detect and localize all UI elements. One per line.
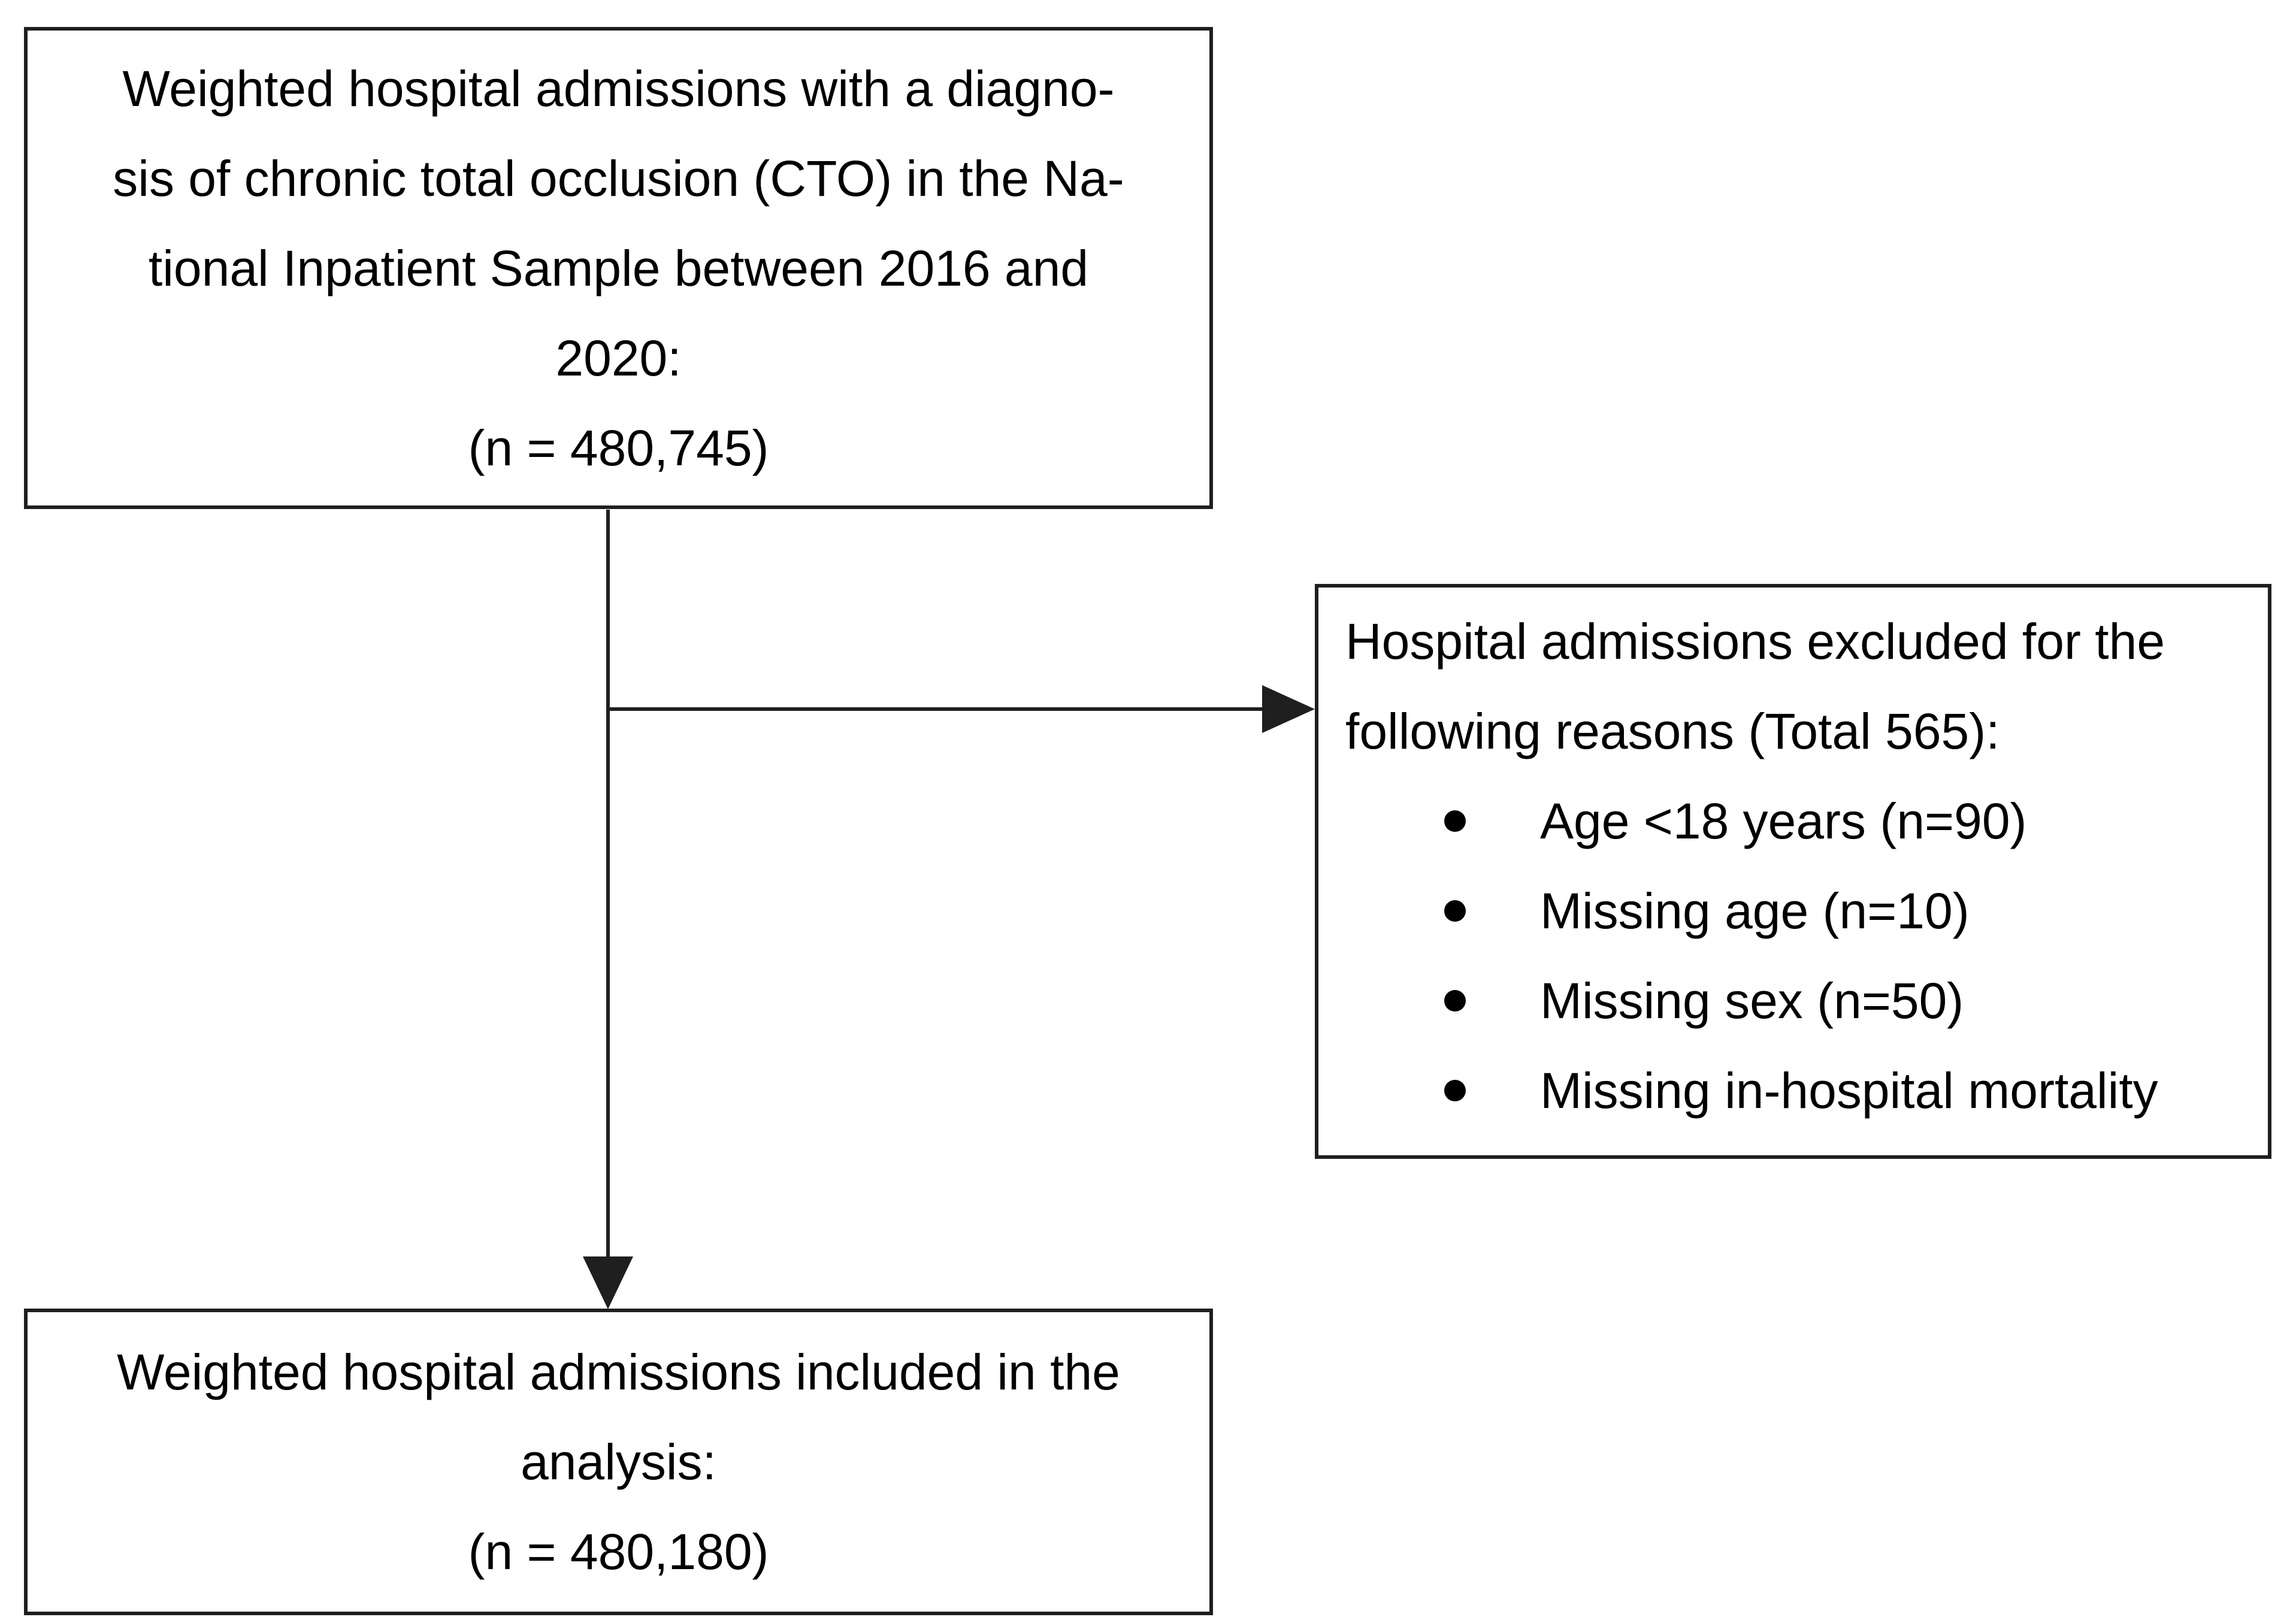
bullet-icon: [1444, 1080, 1466, 1101]
arrowhead-down-icon: [583, 1256, 633, 1309]
top-box-line-4: 2020:: [555, 329, 682, 386]
bullet-item-missing-mortality: Missing in-hospital mortality: [1345, 1046, 2244, 1136]
connector-vertical-line: [606, 510, 610, 1259]
top-box-count: (n = 480,745): [468, 419, 769, 476]
bullet-item-missing-age: Missing age (n=10): [1345, 866, 2244, 956]
top-box: Weighted hospital admissions with a diag…: [24, 27, 1213, 509]
arrowhead-right-icon: [1262, 685, 1315, 733]
bottom-box-line-1: Weighted hospital admissions included in…: [117, 1344, 1120, 1400]
bullet-icon: [1444, 990, 1466, 1012]
top-box-line-2: sis of chronic total occlusion (CTO) in …: [113, 150, 1124, 207]
exclusion-box: Hospital admissions excluded for the fol…: [1315, 584, 2271, 1159]
bottom-box-count: (n = 480,180): [468, 1524, 769, 1580]
bottom-box: Weighted hospital admissions included in…: [24, 1309, 1213, 1615]
bullet-icon: [1444, 900, 1466, 922]
bullet-item-label: Missing sex (n=50): [1540, 973, 1964, 1029]
bullet-item-label: Missing in-hospital mortality: [1540, 1062, 2158, 1119]
connector-horizontal-line: [608, 707, 1267, 711]
bullet-item-label: Missing age (n=10): [1540, 883, 1970, 939]
bullet-item-label: Age <18 years (n=90): [1540, 793, 2027, 849]
bottom-box-line-2: analysis:: [521, 1434, 716, 1490]
exclusion-header-line-1: Hospital admissions excluded for the: [1345, 613, 2165, 670]
top-box-line-1: Weighted hospital admissions with a diag…: [122, 60, 1115, 117]
bullet-icon: [1444, 810, 1466, 832]
bullet-item-age-under-18: Age <18 years (n=90): [1345, 776, 2244, 866]
exclusion-header-line-2: following reasons (Total 565):: [1345, 703, 2000, 759]
bullet-item-missing-sex: Missing sex (n=50): [1345, 956, 2244, 1046]
top-box-line-3: tional Inpatient Sample between 2016 and: [148, 240, 1089, 296]
